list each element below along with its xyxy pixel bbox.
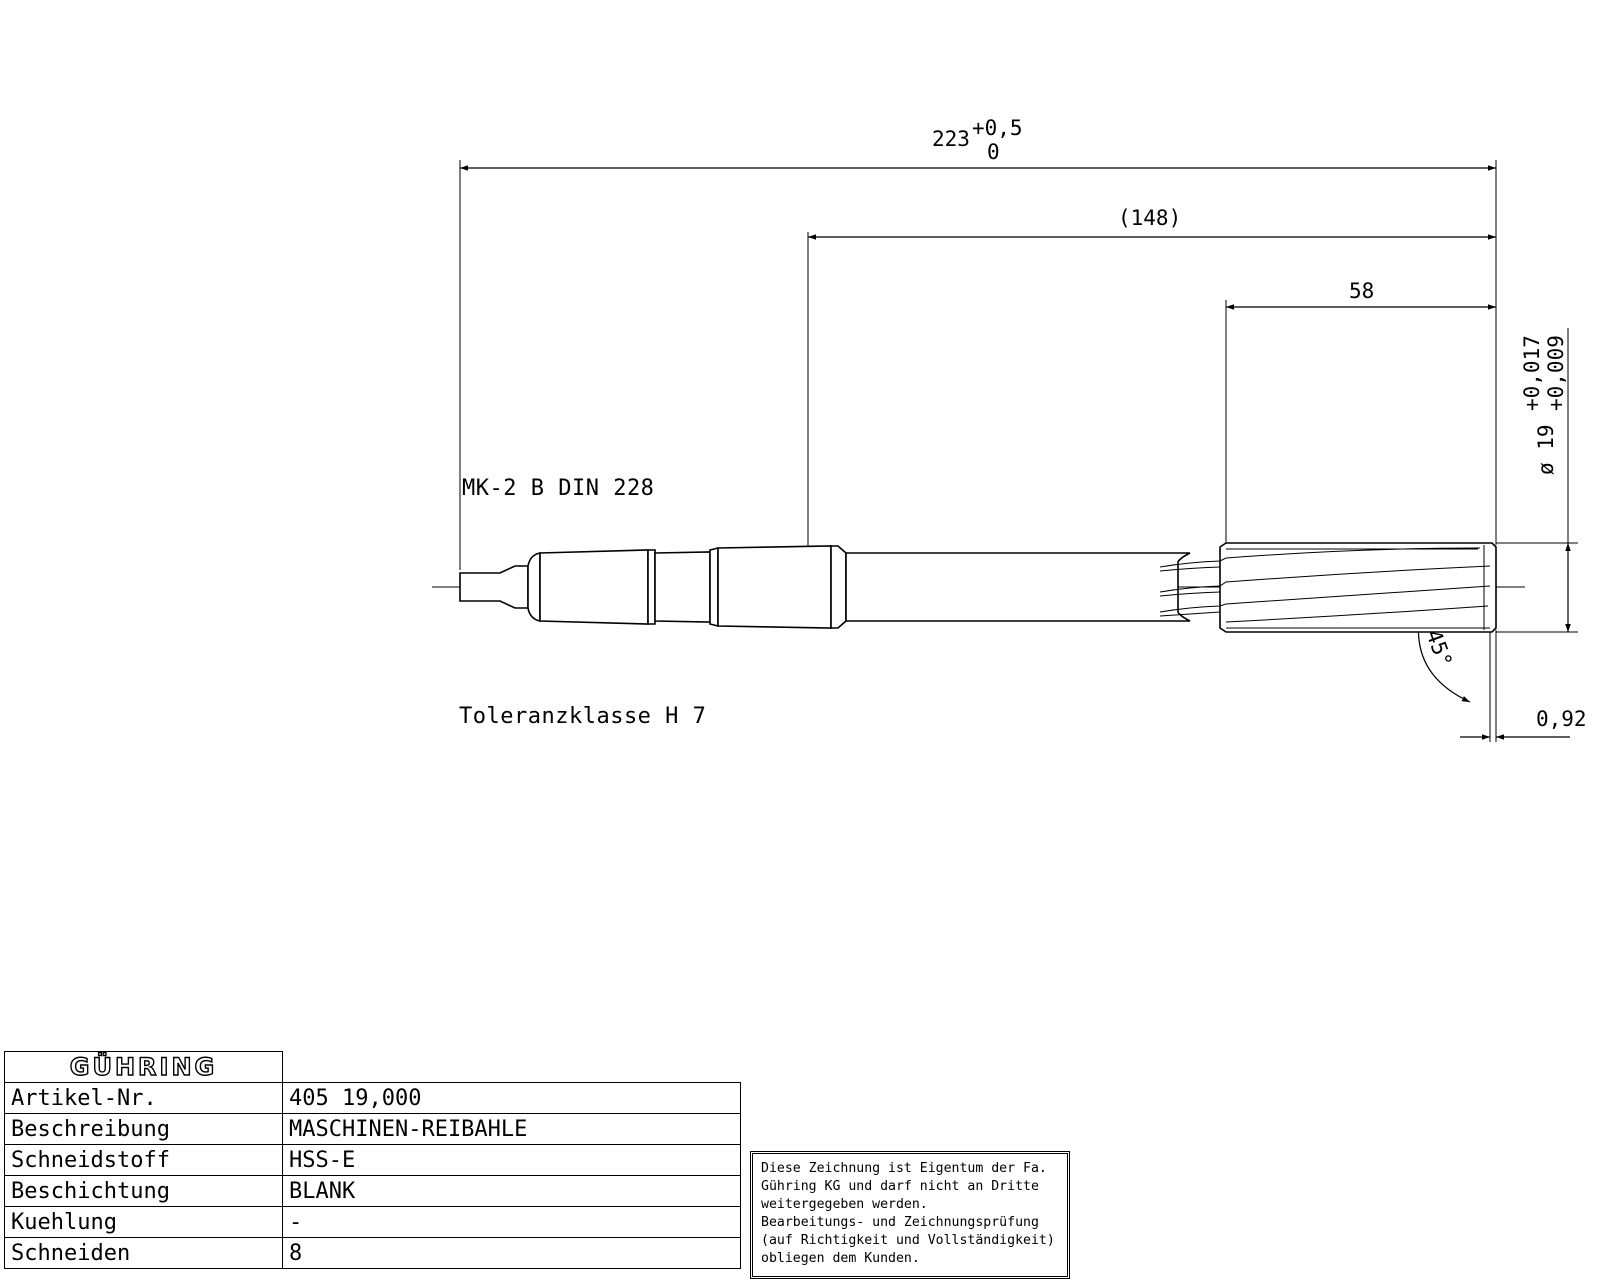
logo-blank-cell [282, 1051, 741, 1083]
tang [459, 565, 529, 609]
shank-taper-1 [539, 549, 649, 625]
row-value: - [282, 1206, 741, 1238]
cutting-body [1219, 542, 1497, 633]
row-value: HSS-E [282, 1144, 741, 1176]
dim-overall-tol-lower: 0 [987, 140, 1000, 164]
row-label: Beschreibung [4, 1113, 283, 1145]
disclaimer-line: (auf Richtigkeit und Vollständigkeit) [761, 1233, 1055, 1248]
row-value: BLANK [282, 1175, 741, 1207]
note-shank: MK-2 B DIN 228 [462, 476, 654, 501]
title-block-logo-row: GÜHRING [4, 1051, 741, 1083]
flutes [1159, 545, 1491, 630]
row-value: MASCHINEN-REIBAHLE [282, 1113, 741, 1145]
technical-drawing: 223 +0,5 0 (148) 58 ø 19 +0,017 +0,009 0… [432, 116, 1587, 742]
row-label: Schneiden [4, 1237, 283, 1269]
shank-band-2 [709, 546, 719, 628]
shank-groove [654, 551, 711, 623]
dim-diameter-tol-lower: +0,009 [1544, 335, 1568, 411]
row-value: 8 [282, 1237, 741, 1269]
disclaimer-line: obliegen dem Kunden. [761, 1251, 920, 1266]
disclaimer-line: Gühring KG und darf nicht an Dritte [761, 1179, 1039, 1194]
dim-overall-length: 223 [932, 127, 970, 151]
neck [845, 552, 1191, 622]
dim-chamfer-length: 0,92 [1536, 707, 1587, 731]
shank-step [830, 545, 847, 629]
title-block-row: Schneidstoff HSS-E [4, 1144, 741, 1176]
shank-taper-2 [717, 545, 832, 629]
title-block-row: Kuehlung - [4, 1206, 741, 1238]
logo-cell: GÜHRING [4, 1051, 283, 1083]
reamer-outline [459, 542, 1497, 633]
note-tolerance-class: Toleranzklasse H 7 [459, 704, 706, 729]
title-block-row: Beschichtung BLANK [4, 1175, 741, 1207]
row-label: Kuehlung [4, 1206, 283, 1238]
row-label: Schneidstoff [4, 1144, 283, 1176]
shank-band-1 [647, 549, 656, 625]
guehring-logo: GÜHRING [69, 1052, 218, 1081]
ownership-disclaimer: Diese Zeichnung ist Eigentum der Fa. Güh… [750, 1151, 1070, 1279]
title-block-row: Beschreibung MASCHINEN-REIBAHLE [4, 1113, 741, 1145]
disclaimer-line: weitergegeben werden. [761, 1197, 928, 1212]
dim-reference-length: (148) [1118, 206, 1181, 230]
disclaimer-line: Diese Zeichnung ist Eigentum der Fa. [761, 1161, 1047, 1176]
shank-neck [527, 552, 541, 622]
row-value: 405 19,000 [282, 1082, 741, 1114]
title-block-row: Schneiden 8 [4, 1237, 741, 1269]
disclaimer-line: Bearbeitungs- und Zeichnungsprüfung [761, 1215, 1039, 1230]
title-block-row: Artikel-Nr. 405 19,000 [4, 1082, 741, 1114]
title-block: GÜHRING Artikel-Nr. 405 19,000 Beschreib… [4, 1051, 741, 1269]
dim-diameter: ø 19 [1534, 424, 1558, 475]
dim-flute-length: 58 [1349, 279, 1374, 303]
dim-overall-tol-upper: +0,5 [972, 116, 1023, 140]
row-label: Artikel-Nr. [4, 1082, 283, 1114]
row-label: Beschichtung [4, 1175, 283, 1207]
dim-diameter-tol-upper: +0,017 [1520, 335, 1544, 411]
